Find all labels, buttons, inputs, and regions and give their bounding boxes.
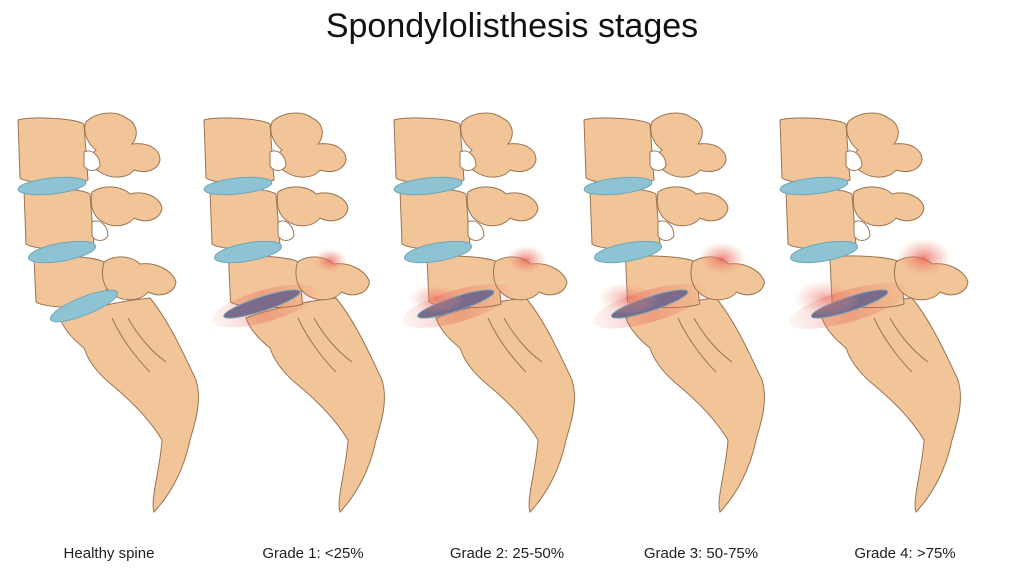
vertebra-body-2	[399, 187, 471, 251]
foramen-2	[467, 220, 485, 241]
inflammation-front	[407, 283, 464, 313]
foramen-1	[83, 150, 101, 171]
stage-label-grade-1: Grade 1: <25%	[262, 545, 364, 562]
spine-4	[779, 112, 969, 513]
spinous-process-2	[90, 186, 163, 227]
foramen-1	[845, 150, 863, 171]
disc-2	[213, 240, 283, 264]
vertebra-body-1	[393, 117, 465, 185]
sacrum-ridge	[873, 317, 929, 373]
stage-label-grade-2: Grade 2: 25-50%	[449, 545, 565, 562]
sacrum-ridge	[111, 317, 167, 373]
spinous-process-1	[460, 112, 537, 178]
sacrum-ridge	[487, 317, 543, 373]
stage-label-grade-4: Grade 4: >75%	[854, 545, 956, 562]
spinous-process-1	[270, 112, 347, 178]
spinous-process-2	[466, 186, 539, 227]
foramen-2	[657, 220, 675, 241]
inflammation	[896, 238, 952, 278]
disc-1	[393, 176, 463, 196]
sacrum	[59, 297, 199, 513]
sacrum	[435, 297, 575, 513]
disc-1	[779, 176, 849, 196]
inflammation-front	[596, 281, 659, 315]
vertebra-body-2	[785, 187, 857, 251]
disc-2	[403, 240, 473, 264]
sacrum	[821, 297, 961, 513]
vertebra-body-1	[17, 117, 89, 185]
inflammation	[505, 245, 547, 275]
foramen-2	[277, 220, 295, 241]
spinous-process-1	[650, 112, 727, 178]
stage-label-grade-3: Grade 3: 50-75%	[643, 545, 759, 562]
spine-2	[393, 112, 575, 513]
spine-3	[583, 112, 766, 513]
inflammation	[312, 248, 348, 274]
disc-2	[789, 240, 859, 264]
disc-1	[583, 176, 653, 196]
stage-labels: Healthy spine Grade 1: <25% Grade 2: 25-…	[0, 544, 1024, 568]
foramen-2	[853, 220, 871, 241]
sacrum	[245, 297, 385, 513]
vertebra-body-2	[209, 187, 281, 251]
inflammation	[697, 241, 747, 277]
disc-1	[203, 176, 273, 196]
diagram-title: Spondylolisthesis stages	[325, 7, 699, 45]
compressed-disc	[223, 289, 301, 319]
vertebra-body-2	[23, 187, 95, 251]
sacrum-ridge	[297, 317, 353, 373]
disc-1	[17, 176, 87, 196]
foramen-1	[269, 150, 287, 171]
vertebra-body-1	[583, 117, 655, 185]
spine-1	[203, 112, 385, 513]
disc-3	[49, 289, 119, 323]
spinous-process-2	[276, 186, 349, 227]
spinous-process-2	[656, 186, 729, 227]
disc-2	[27, 240, 97, 264]
vertebra-body-1	[779, 117, 851, 185]
stage-label-healthy: Healthy spine	[63, 545, 155, 562]
vertebra-body-1	[203, 117, 275, 185]
sacrum	[625, 297, 765, 513]
foramen-2	[91, 220, 109, 241]
spinous-process-2	[852, 186, 925, 227]
spine-0	[17, 112, 199, 513]
foramen-1	[459, 150, 477, 171]
sacrum-ridge	[677, 317, 733, 373]
disc-2	[593, 240, 663, 264]
vertebra-body-2	[589, 187, 661, 251]
spinous-process-1	[846, 112, 923, 178]
spinous-process-1	[84, 112, 161, 178]
inflammation-front	[791, 280, 860, 316]
foramen-1	[649, 150, 667, 171]
